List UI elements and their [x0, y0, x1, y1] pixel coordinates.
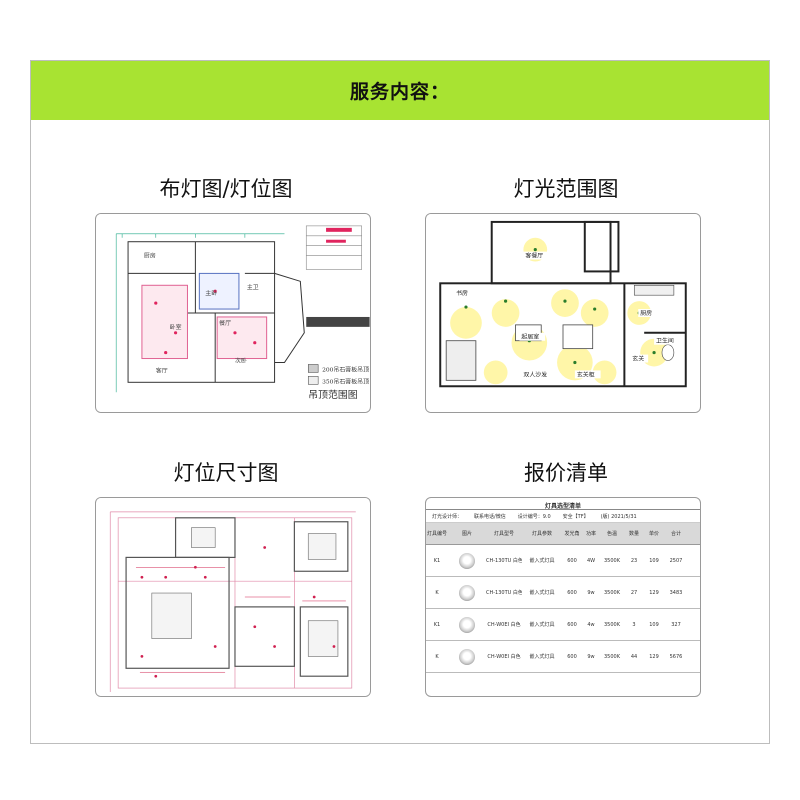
- cell-power: 4W: [586, 557, 596, 564]
- cell-params: 嵌入式灯具: [529, 622, 555, 628]
- cell-id: K: [435, 589, 439, 596]
- table-row: K1 CH-W0EI 白色 嵌入式灯具 600 4w 3500K 3 109 3…: [426, 609, 700, 641]
- cell-params: 嵌入式灯具: [529, 590, 555, 596]
- downlight-icon: [459, 552, 475, 569]
- room-label: 厨房: [144, 252, 156, 260]
- cell-id: K1: [433, 557, 441, 564]
- col-header: 发光角: [564, 531, 580, 537]
- header-title: 服务内容：: [349, 81, 450, 103]
- cell-angle: 600: [567, 589, 577, 596]
- card-title-light-dimensions: 灯位尺寸图: [173, 461, 279, 485]
- cell-total: 3483: [669, 589, 683, 596]
- card-light-range-plan[interactable]: 客餐厅 起居室 书房 厨房 卫生间 玄关 双人沙发 玄关柜: [425, 213, 701, 413]
- light-range-drawing: 客餐厅 起居室 书房 厨房 卫生间 玄关 双人沙发 玄关柜: [426, 214, 700, 412]
- cell-id: K: [435, 653, 439, 660]
- col-header: 数量: [628, 531, 639, 537]
- service-panel: 服务内容： 布灯图/灯位图 灯光范围图 灯位尺寸图 报价清单: [30, 60, 770, 744]
- card-light-dimensions-plan[interactable]: [95, 497, 371, 697]
- cell-params: 嵌入式灯具: [529, 558, 555, 564]
- cell-power: 9w: [587, 653, 595, 660]
- table-row: K CH-W0EI 白色 嵌入式灯具 600 9w 3500K 44 129 5…: [426, 641, 700, 673]
- col-header: 图片: [461, 531, 472, 537]
- col-header: 灯具型号: [493, 531, 514, 537]
- info-contact: 联系电话/微信: [474, 514, 506, 520]
- cell-cct: 3500K: [603, 589, 620, 596]
- ceiling-floorplan-drawing: 厨房 客厅 主卧 次卧 餐厅 主卫 卧室 200吊石膏板吊顶 350吊石膏板吊顶…: [96, 214, 370, 412]
- cell-angle: 600: [567, 621, 577, 628]
- cell-image: [448, 616, 486, 633]
- info-date: (版) 2021/5/31: [600, 514, 637, 520]
- cell-model: CH-130TU 白色: [486, 558, 522, 564]
- room-label: 次卧: [235, 357, 247, 365]
- downlight-icon: [459, 584, 475, 601]
- room-label: 厨房: [640, 309, 652, 317]
- col-header: 单价: [648, 531, 659, 537]
- ceiling-caption: 吊顶范围图: [308, 388, 358, 401]
- cell-power: 9w: [587, 589, 595, 596]
- col-header: 灯具编号: [426, 531, 447, 537]
- col-header: 功率: [585, 531, 596, 537]
- table-title: 灯具选型清单: [426, 498, 700, 510]
- legend-item-350: 350吊石膏板吊顶: [322, 377, 369, 385]
- room-label: 餐厅: [219, 319, 231, 327]
- card-lighting-layout-plan[interactable]: 厨房 客厅 主卧 次卧 餐厅 主卫 卧室 200吊石膏板吊顶 350吊石膏板吊顶…: [95, 213, 371, 413]
- col-header: 合计: [670, 531, 681, 537]
- cell-qty: 44: [630, 653, 638, 660]
- room-label: 玄关: [632, 355, 644, 363]
- room-label: 卧室: [170, 323, 182, 331]
- downlight-icon: [459, 648, 475, 665]
- legend-item-200: 200吊石膏板吊顶: [322, 365, 369, 373]
- quotation-table: 灯具选型清单 灯光设计师： 联系电话/微信 设计编号：9.0 安全【TF】 (版…: [426, 498, 700, 696]
- cell-model: CH-W0EI 白色: [487, 622, 521, 628]
- room-label: 玄关柜: [577, 370, 595, 378]
- table-info-row: 灯光设计师： 联系电话/微信 设计编号：9.0 安全【TF】 (版) 2021/…: [426, 510, 700, 523]
- info-safety: 安全【TF】: [562, 514, 589, 520]
- room-label: 书房: [456, 289, 468, 297]
- cell-power: 4w: [587, 621, 595, 628]
- dimensions-drawing: [96, 498, 370, 696]
- cell-image: [448, 552, 486, 569]
- cell-total: 2507: [669, 557, 683, 564]
- cell-qty: 3: [632, 621, 636, 628]
- cell-model: CH-130TU 白色: [486, 590, 522, 596]
- cell-image: [448, 648, 486, 665]
- cell-qty: 27: [630, 589, 638, 596]
- cell-cct: 3500K: [603, 557, 620, 564]
- downlight-icon: [459, 616, 475, 633]
- col-header: 色温: [606, 531, 617, 537]
- header-bar: 服务内容：: [31, 61, 769, 120]
- cell-params: 嵌入式灯具: [529, 654, 555, 660]
- room-label: 双人沙发: [523, 370, 547, 378]
- cell-angle: 600: [567, 653, 577, 660]
- room-label: 客餐厅: [525, 252, 543, 260]
- room-label: 主卧: [205, 289, 217, 297]
- cell-qty: 23: [630, 557, 638, 564]
- info-number: 设计编号：9.0: [517, 514, 551, 520]
- info-designer: 灯光设计师：: [432, 514, 463, 520]
- col-header: 灯具参数: [531, 531, 552, 537]
- cell-price: 129: [649, 589, 659, 596]
- cell-total: 327: [671, 621, 681, 628]
- card-title-lighting-layout: 布灯图/灯位图: [159, 177, 293, 201]
- cell-angle: 600: [567, 557, 577, 564]
- cell-price: 109: [649, 557, 659, 564]
- cell-price: 109: [649, 621, 659, 628]
- table-row: K1 CH-130TU 白色 嵌入式灯具 600 4W 3500K 23 109…: [426, 545, 700, 577]
- cell-price: 129: [649, 653, 659, 660]
- table-header: 灯具编号 图片 灯具型号 灯具参数 发光角 功率 色温 数量 单价 合计: [426, 523, 700, 545]
- cell-total: 5676: [669, 653, 683, 660]
- room-label: 客厅: [156, 366, 168, 374]
- cell-cct: 3500K: [603, 621, 620, 628]
- cell-cct: 3500K: [603, 653, 620, 660]
- table-row: K CH-130TU 白色 嵌入式灯具 600 9w 3500K 27 129 …: [426, 577, 700, 609]
- card-title-quotation: 报价清单: [524, 461, 608, 485]
- room-label: 主卫: [247, 283, 259, 291]
- cell-model: CH-W0EI 白色: [487, 654, 521, 660]
- cell-image: [448, 584, 486, 601]
- card-quotation-sheet[interactable]: 灯具选型清单 灯光设计师： 联系电话/微信 设计编号：9.0 安全【TF】 (版…: [425, 497, 701, 697]
- card-title-light-range: 灯光范围图: [513, 177, 619, 201]
- room-label: 起居室: [521, 333, 539, 341]
- room-label: 卫生间: [656, 337, 674, 345]
- cell-id: K1: [433, 621, 441, 628]
